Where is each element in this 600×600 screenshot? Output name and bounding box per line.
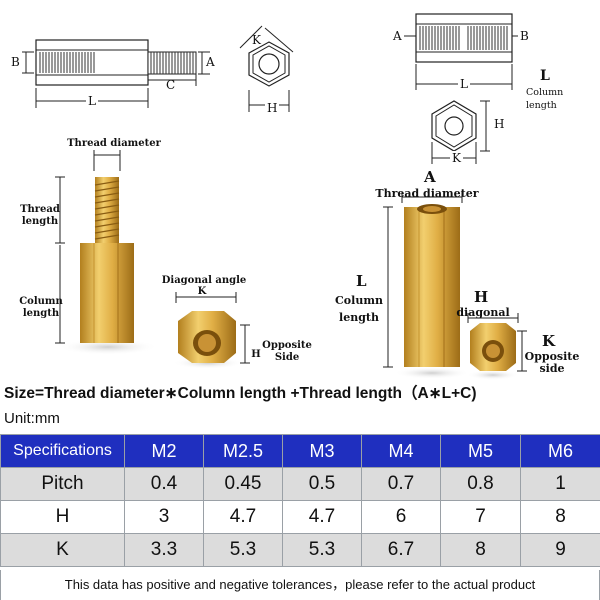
header-cell: M2 bbox=[124, 434, 204, 468]
table-cell: 0.8 bbox=[440, 467, 521, 501]
thread-diameter-label: Thread diameter bbox=[67, 138, 161, 149]
ff-diagonal-label: diagonal bbox=[456, 306, 510, 319]
male-female-photo bbox=[55, 150, 250, 369]
ff-photo-k-label: K bbox=[542, 332, 556, 350]
thread-length-label: Thread length bbox=[20, 204, 60, 227]
ff-l-big-label: L bbox=[540, 68, 550, 84]
header-cell: M3 bbox=[282, 434, 362, 468]
table-cell: K bbox=[0, 533, 125, 567]
dim-a-label: A bbox=[206, 55, 215, 69]
hex-k-label: K bbox=[252, 33, 261, 47]
ff-dim-a-label: A bbox=[393, 29, 402, 43]
ff-dim-l-label: L bbox=[458, 77, 470, 91]
table-cell: 3 bbox=[124, 500, 204, 534]
table-row: H 3 4.7 4.7 6 7 8 bbox=[0, 500, 600, 534]
table-cell: 1 bbox=[520, 467, 600, 501]
female-female-photo bbox=[383, 192, 527, 380]
hex-h-label: H bbox=[265, 101, 280, 115]
male-female-drawing bbox=[22, 25, 294, 112]
ff-photo-l-label: L bbox=[356, 272, 367, 290]
spec-table: Specifications M2 M2.5 M3 M4 M5 M6 Pitch… bbox=[0, 434, 600, 567]
table-cell: 6.7 bbox=[361, 533, 441, 567]
opposite-side-label: Opposite Side bbox=[262, 340, 312, 363]
table-cell: H bbox=[0, 500, 125, 534]
table-row: K 3.3 5.3 5.3 6.7 8 9 bbox=[0, 533, 600, 567]
dim-l-label: L bbox=[86, 94, 98, 108]
ff-photo-a-label: A bbox=[424, 168, 436, 186]
ff-column-length-label: Column length bbox=[335, 294, 383, 324]
ff-hex-k-label: K bbox=[450, 151, 463, 165]
ff-photo-h-label: H bbox=[474, 288, 489, 306]
h-label: H bbox=[251, 349, 261, 360]
table-row: Pitch 0.4 0.45 0.5 0.7 0.8 1 bbox=[0, 467, 600, 501]
header-cell: M4 bbox=[361, 434, 441, 468]
female-female-drawing bbox=[404, 13, 518, 164]
table-cell: 8 bbox=[520, 500, 600, 534]
table-cell: Pitch bbox=[0, 467, 125, 501]
diagonal-angle-label: Diagonal angle bbox=[161, 275, 247, 286]
table-cell: 0.4 bbox=[124, 467, 204, 501]
tolerance-note: This data has positive and negative tole… bbox=[0, 570, 600, 600]
header-cell: M5 bbox=[440, 434, 521, 468]
table-header-row: Specifications M2 M2.5 M3 M4 M5 M6 bbox=[0, 434, 600, 468]
unit-label: Unit:mm bbox=[4, 410, 60, 427]
table-cell: 6 bbox=[361, 500, 441, 534]
header-cell: Specifications bbox=[0, 434, 125, 468]
ff-hex-h-label: H bbox=[494, 117, 505, 131]
ff-column-length-caption: Column length bbox=[526, 87, 564, 111]
ff-dim-b-label: B bbox=[520, 29, 529, 43]
table-cell: 4.7 bbox=[282, 500, 362, 534]
table-cell: 0.5 bbox=[282, 467, 362, 501]
table-cell: 9 bbox=[520, 533, 600, 567]
size-formula: Size=Thread diameter∗Column length +Thre… bbox=[4, 385, 477, 402]
dim-c-label: C bbox=[166, 78, 176, 92]
column-length-label: Column length bbox=[19, 296, 63, 319]
header-cell: M2.5 bbox=[203, 434, 283, 468]
header-cell: M6 bbox=[520, 434, 600, 468]
table-cell: 4.7 bbox=[203, 500, 283, 534]
ff-thread-diameter-label: Thread diameter bbox=[375, 187, 479, 200]
table-cell: 0.45 bbox=[203, 467, 283, 501]
table-cell: 8 bbox=[440, 533, 521, 567]
table-cell: 7 bbox=[440, 500, 521, 534]
table-cell: 5.3 bbox=[282, 533, 362, 567]
dim-b-label: B bbox=[11, 55, 20, 69]
table-cell: 5.3 bbox=[203, 533, 283, 567]
k-label: K bbox=[197, 286, 207, 297]
ff-opposite-side-label: Opposite side bbox=[524, 350, 580, 375]
table-cell: 0.7 bbox=[361, 467, 441, 501]
table-cell: 3.3 bbox=[124, 533, 204, 567]
